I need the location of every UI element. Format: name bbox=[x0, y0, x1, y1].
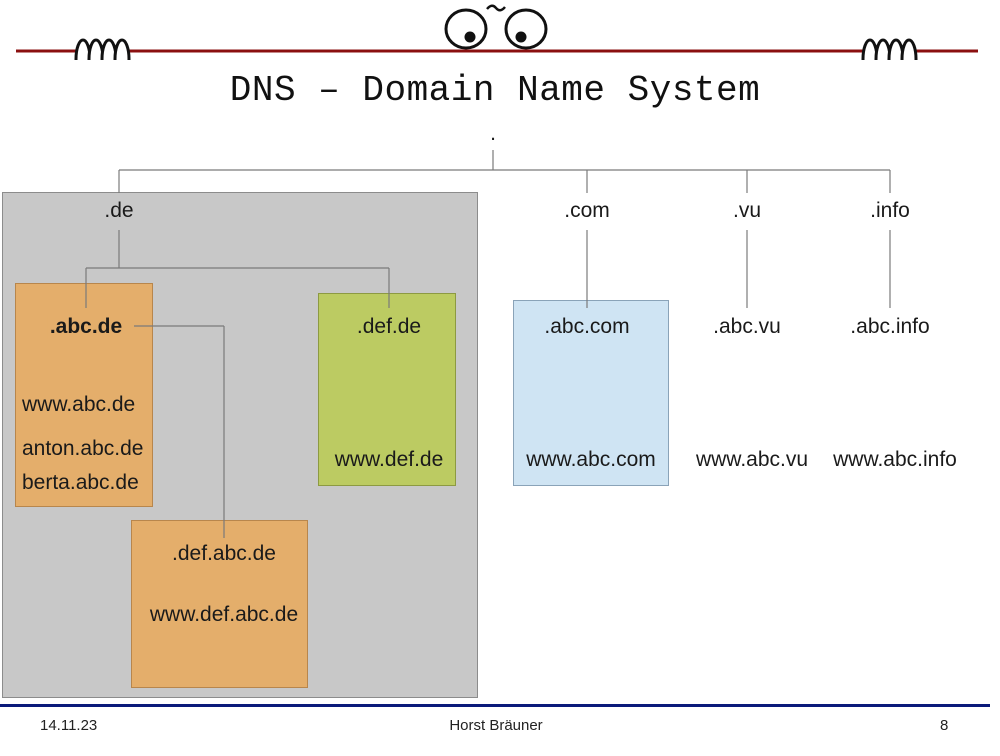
abc-com-zone-box bbox=[513, 300, 669, 486]
abc-info-domain-label: .abc.info bbox=[850, 315, 930, 338]
footer-page-number: 8 bbox=[940, 717, 949, 734]
host-www-def-de: www.def.de bbox=[334, 448, 444, 471]
tld-vu-label: .vu bbox=[732, 199, 762, 222]
host-berta-abc-de: berta.abc.de bbox=[22, 471, 139, 494]
abc-de-domain-label: .abc.de bbox=[47, 315, 125, 339]
host-www-abc-de: www.abc.de bbox=[22, 393, 136, 416]
page-title: DNS – Domain Name System bbox=[229, 70, 761, 111]
tld-com-label: .com bbox=[564, 199, 610, 222]
root-node-label: . bbox=[490, 122, 496, 145]
host-www-abc-com: www.abc.com bbox=[526, 448, 656, 471]
host-www-abc-vu: www.abc.vu bbox=[695, 448, 809, 471]
host-anton-abc-de: anton.abc.de bbox=[22, 437, 144, 460]
footer-line bbox=[0, 704, 990, 707]
footer-author: Horst Bräuner bbox=[449, 717, 543, 734]
header-decoration bbox=[16, 4, 978, 60]
host-www-abc-info: www.abc.info bbox=[833, 448, 957, 471]
abc-com-domain-label: .abc.com bbox=[544, 315, 630, 338]
eyes-icon bbox=[444, 4, 548, 50]
def-de-domain-label: .def.de bbox=[356, 315, 422, 338]
coil-right-icon bbox=[861, 38, 918, 60]
def-de-zone-box bbox=[318, 293, 456, 486]
footer-date: 14.11.23 bbox=[40, 717, 98, 734]
def-abc-de-domain-label: .def.abc.de bbox=[169, 542, 279, 566]
tld-info-label: .info bbox=[870, 199, 910, 222]
host-www-def-abc-de: www.def.abc.de bbox=[149, 603, 299, 626]
tld-de-label: .de bbox=[104, 199, 134, 222]
abc-vu-domain-label: .abc.vu bbox=[713, 315, 781, 338]
coil-left-icon bbox=[74, 38, 131, 60]
